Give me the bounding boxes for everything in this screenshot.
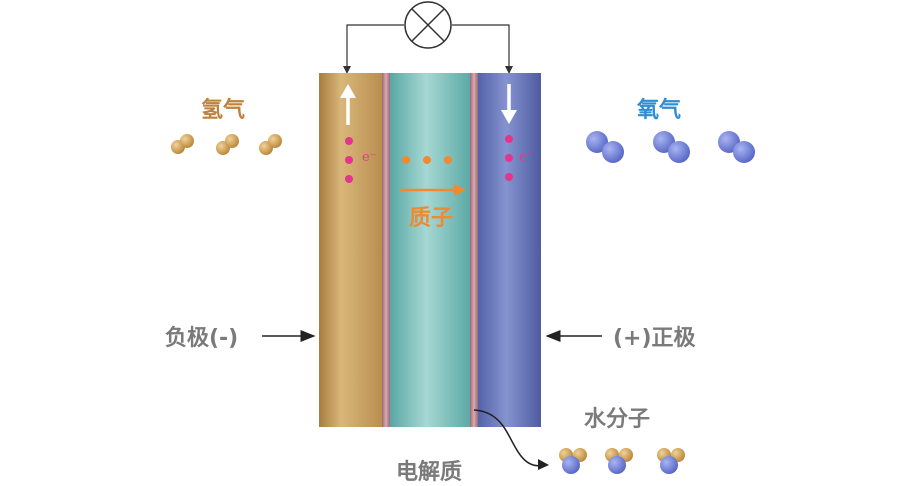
oxygen-label: 氧气 bbox=[637, 98, 682, 123]
electron-flow-arrow-down bbox=[501, 84, 517, 124]
proton-label: 质子 bbox=[409, 206, 454, 231]
oxygen-molecule-icon bbox=[586, 131, 624, 163]
circuit-wire-right bbox=[452, 24, 510, 72]
electrons-cathode bbox=[505, 135, 513, 181]
electron-label-anode: e⁻ bbox=[362, 150, 377, 165]
hydrogen-molecule-icon bbox=[259, 134, 282, 155]
cathode-layer bbox=[478, 73, 541, 427]
water-output-arrow bbox=[473, 409, 545, 467]
electron-dot bbox=[505, 154, 513, 162]
hydrogen-molecule-icon bbox=[216, 134, 239, 155]
wire-arrow-right bbox=[505, 66, 513, 74]
proton-dot bbox=[402, 156, 410, 164]
water-molecule-icon bbox=[605, 448, 633, 474]
water-output-arrowhead bbox=[538, 459, 549, 470]
electrolyte-label: 电解质 bbox=[396, 460, 463, 485]
electrons-anode bbox=[345, 137, 353, 183]
electron-dot bbox=[345, 175, 353, 183]
water-molecule-icon bbox=[559, 448, 587, 474]
electrolyte-layer bbox=[390, 73, 470, 427]
anode-layer bbox=[319, 73, 382, 427]
oxygen-molecule-icon bbox=[718, 131, 755, 163]
oxygen-molecule-icon bbox=[653, 131, 690, 163]
proton-dot bbox=[444, 156, 452, 164]
water-molecule-label: 水分子 bbox=[584, 407, 651, 432]
electron-dot bbox=[505, 173, 513, 181]
proton-dot bbox=[423, 156, 431, 164]
wire-arrow-left bbox=[343, 66, 351, 74]
electron-label-cathode: e⁻ bbox=[519, 150, 534, 165]
lamp-icon bbox=[404, 1, 452, 49]
hydrogen-molecule-icon bbox=[171, 134, 194, 154]
circuit-wire-left bbox=[346, 24, 404, 72]
negative-electrode-label: 负极(-) bbox=[165, 326, 239, 351]
hydrogen-label: 氢气 bbox=[201, 98, 246, 123]
anode-membrane-edge bbox=[382, 73, 390, 427]
electron-dot bbox=[345, 156, 353, 164]
electron-dot bbox=[345, 137, 353, 145]
water-molecule-icon bbox=[657, 448, 685, 474]
proton-flow-arrow bbox=[400, 184, 466, 196]
positive-electrode-label: (+)正极 bbox=[613, 326, 696, 351]
cathode-membrane-edge bbox=[470, 73, 478, 427]
electron-flow-arrow-up bbox=[340, 84, 356, 125]
protons bbox=[402, 156, 452, 164]
electron-dot bbox=[505, 135, 513, 143]
